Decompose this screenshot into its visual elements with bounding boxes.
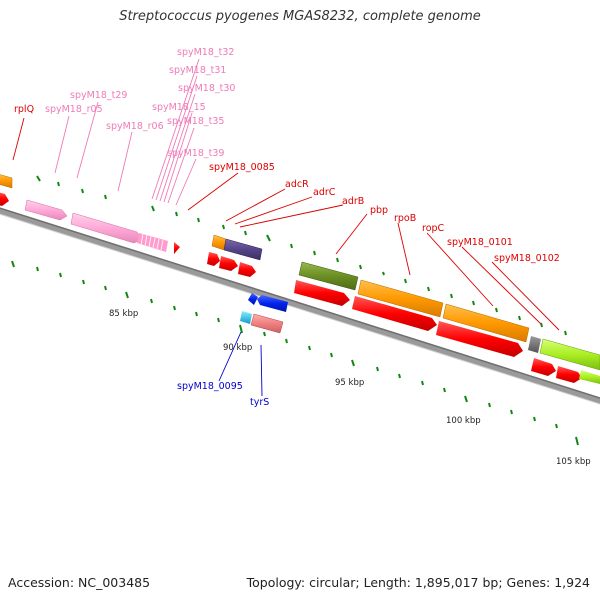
trna-cluster[interactable] — [137, 233, 168, 252]
gene-label-spym18-t35[interactable]: spyM18_t35 — [167, 116, 224, 127]
gene-label-spym18-t30[interactable]: spyM18_t30 — [178, 83, 235, 94]
gene-label-adcr[interactable]: adcR — [285, 179, 309, 190]
gene-pbp-red[interactable] — [294, 280, 350, 306]
genome-backbone — [0, 207, 600, 405]
gene-adrb-c[interactable] — [238, 262, 256, 277]
gene-0085-arrow[interactable] — [174, 242, 180, 254]
gene-label-rpob[interactable]: rpoB — [394, 213, 416, 224]
gene-adrb-b[interactable] — [219, 256, 238, 271]
scale-label-95kbp: 95 kbp — [335, 378, 364, 388]
gene-rpob[interactable] — [357, 279, 444, 318]
gene-lime-b[interactable] — [579, 370, 600, 384]
label-leader-lines — [12, 58, 560, 397]
gene-ropc-red[interactable] — [436, 321, 523, 357]
gene-spym18-0095[interactable] — [240, 311, 252, 324]
scale-label-85kbp: 85 kbp — [109, 309, 138, 319]
gene-rpob-red[interactable] — [352, 296, 437, 331]
scale-label-105kbp: 105 kbp — [556, 457, 591, 467]
genome-summary-text: Topology: circular; Length: 1,895,017 bp… — [246, 575, 590, 590]
gene-rev-blue-b[interactable] — [257, 295, 288, 312]
tick-ring-inner — [11, 260, 579, 446]
gene-label-spym18-t31[interactable]: spyM18_t31 — [169, 65, 226, 76]
gene-rplq-orange[interactable] — [0, 174, 13, 189]
gene-label-adrb[interactable]: adrB — [342, 196, 364, 207]
gene-label-spym18-0085[interactable]: spyM18_0085 — [209, 162, 275, 173]
gene-label-spym18-r06[interactable]: spyM18_r06 — [106, 121, 164, 132]
gene-label-ropc[interactable]: ropC — [422, 223, 445, 234]
rrna-r05[interactable] — [24, 199, 68, 221]
gene-features — [0, 174, 600, 384]
scale-label-90kbp: 90 kbp — [223, 343, 252, 353]
gene-adrb-a[interactable] — [207, 252, 220, 266]
scale-label-100kbp: 100 kbp — [446, 416, 481, 426]
gene-label-spym18-t39[interactable]: spyM18_t39 — [167, 148, 224, 159]
gene-pbp[interactable] — [298, 261, 359, 291]
gene-rev-blue-a[interactable] — [248, 293, 258, 305]
gene-spym18-0101[interactable] — [528, 336, 541, 353]
gene-label-spym18-0101[interactable]: spyM18_0101 — [447, 237, 513, 248]
gene-ropc[interactable] — [442, 303, 530, 343]
gene-label-adrc[interactable]: adrC — [313, 187, 336, 198]
gene-labels: rplQ spyM18_t29 spyM18_r05 spyM18_r06 sp… — [14, 47, 560, 408]
gene-label-spym18-15[interactable]: spyM18_15 — [152, 102, 206, 113]
gene-tyrs[interactable] — [250, 313, 284, 334]
gene-label-tyrs[interactable]: tyrS — [250, 397, 269, 408]
gene-label-rplq[interactable]: rplQ — [14, 104, 34, 115]
gene-spym18-0102[interactable] — [539, 338, 600, 371]
genome-title: Streptococcus pyogenes MGAS8232, complet… — [119, 9, 481, 24]
gene-adrc[interactable] — [223, 238, 263, 261]
gene-rev-red-a[interactable] — [531, 358, 556, 376]
gene-label-spym18-t32[interactable]: spyM18_t32 — [177, 47, 234, 58]
accession-text: Accession: NC_003485 — [8, 575, 151, 590]
gene-label-pbp[interactable]: pbp — [370, 205, 388, 216]
gene-label-spym18-t29[interactable]: spyM18_t29 — [70, 90, 127, 101]
gene-adcr[interactable] — [211, 234, 227, 251]
gene-label-spym18-r05[interactable]: spyM18_r05 — [45, 104, 103, 115]
gene-rev-red-b[interactable] — [556, 366, 582, 383]
gene-label-spym18-0102[interactable]: spyM18_0102 — [494, 253, 560, 264]
gene-label-spym18-0095[interactable]: spyM18_0095 — [177, 381, 243, 392]
gene-rplq-red[interactable] — [0, 192, 9, 206]
